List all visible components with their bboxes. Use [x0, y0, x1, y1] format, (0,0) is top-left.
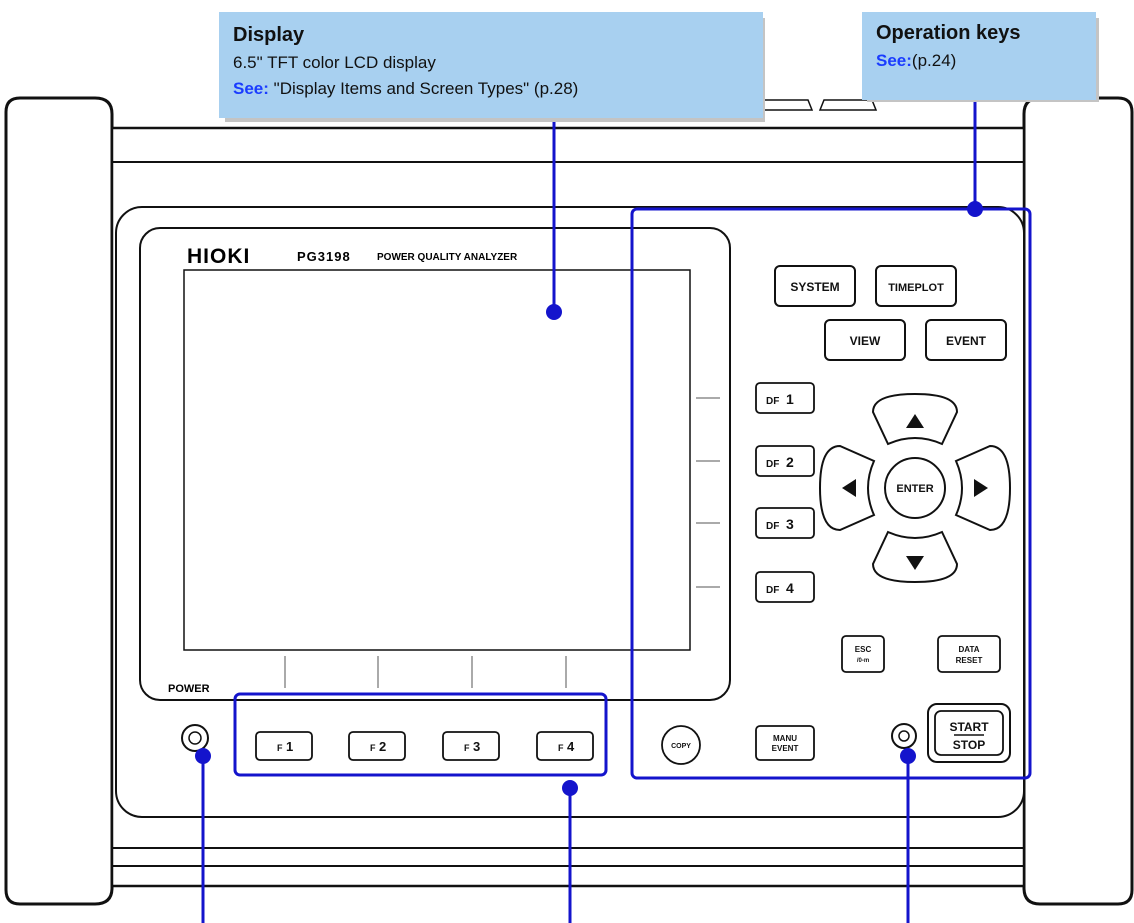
svg-text:2: 2	[379, 739, 386, 754]
svg-text:/0-m: /0-m	[857, 658, 869, 664]
svg-text:3: 3	[786, 516, 794, 532]
display-callout: Display 6.5" TFT color LCD display See: …	[219, 12, 763, 118]
right-handle	[1022, 96, 1134, 906]
svg-text:4: 4	[786, 580, 794, 596]
svg-text:START: START	[949, 720, 989, 734]
operation-keys-callout-title: Operation keys	[876, 22, 1021, 44]
operation-keys-callout: Operation keys See:(p.24)	[862, 12, 1096, 100]
leader-start-stop-led	[900, 748, 916, 923]
power-button[interactable]	[181, 724, 209, 752]
left-arrow-key[interactable]	[818, 444, 876, 532]
svg-text:DF: DF	[766, 585, 779, 596]
df4-key[interactable]: DF 4	[755, 571, 815, 603]
system-key[interactable]: SYSTEM	[774, 265, 856, 307]
function-keys-highlight	[233, 692, 608, 777]
f2-key[interactable]: F 2	[348, 731, 406, 761]
start-stop-key[interactable]: START STOP	[927, 703, 1011, 763]
leader-function-keys	[562, 780, 578, 923]
svg-text:VIEW: VIEW	[850, 334, 881, 348]
up-arrow-key[interactable]	[871, 392, 959, 446]
operation-keys-highlight	[630, 207, 1032, 780]
leader-operation-keys	[967, 100, 983, 217]
brand-logo: HIOKI	[187, 245, 250, 268]
event-key[interactable]: EVENT	[925, 319, 1007, 361]
svg-text:MANU: MANU	[773, 734, 797, 743]
lcd-screen	[183, 269, 691, 651]
top-connector-2	[818, 99, 878, 111]
leader-power	[195, 748, 211, 923]
right-arrow-key[interactable]	[954, 444, 1012, 532]
svg-text:DATA: DATA	[958, 645, 979, 654]
operation-keys-see-reference[interactable]: (p.24)	[911, 51, 957, 70]
display-see-label: See:	[233, 79, 269, 98]
right-arrow-icon	[974, 479, 988, 497]
svg-text:DF: DF	[766, 396, 779, 407]
svg-text:ENTER: ENTER	[896, 483, 933, 495]
down-arrow-key[interactable]	[871, 530, 959, 584]
enter-key[interactable]: ENTER	[884, 457, 946, 519]
f1-key[interactable]: F 1	[255, 731, 313, 761]
copy-key[interactable]: COPY	[661, 725, 701, 765]
data-reset-key[interactable]: DATA RESET	[937, 635, 1001, 673]
svg-text:ESC: ESC	[855, 645, 872, 654]
down-arrow-icon	[906, 556, 924, 570]
svg-text:F: F	[370, 743, 376, 753]
display-see-reference[interactable]: "Display Items and Screen Types" (p.28)	[273, 79, 579, 98]
svg-text:1: 1	[786, 391, 794, 407]
svg-text:F: F	[464, 743, 470, 753]
view-key[interactable]: VIEW	[824, 319, 906, 361]
svg-text:DF: DF	[766, 521, 779, 532]
model-number: PG3198	[297, 249, 351, 264]
model-description: POWER QUALITY ANALYZER	[377, 252, 518, 263]
status-led	[891, 723, 917, 749]
manu-event-key[interactable]: MANU EVENT	[755, 725, 815, 761]
svg-text:F: F	[558, 743, 564, 753]
svg-text:3: 3	[473, 739, 480, 754]
power-label: POWER	[168, 683, 210, 695]
svg-text:TIMEPLOT: TIMEPLOT	[888, 282, 944, 294]
svg-text:2: 2	[786, 454, 794, 470]
svg-text:RESET: RESET	[956, 656, 983, 665]
up-arrow-icon	[906, 414, 924, 428]
svg-text:COPY: COPY	[671, 743, 691, 750]
leader-display	[546, 118, 562, 320]
timeplot-key[interactable]: TIMEPLOT	[875, 265, 957, 307]
svg-text:STOP: STOP	[953, 738, 985, 752]
display-callout-title: Display	[233, 24, 305, 46]
svg-text:EVENT: EVENT	[772, 744, 799, 753]
esc-key[interactable]: ESC /0-m	[841, 635, 885, 673]
df1-key[interactable]: DF 1	[755, 382, 815, 414]
svg-text:F: F	[277, 743, 283, 753]
svg-text:1: 1	[286, 739, 293, 754]
display-callout-description: 6.5" TFT color LCD display	[233, 53, 436, 72]
svg-text:EVENT: EVENT	[946, 334, 987, 348]
df2-key[interactable]: DF 2	[755, 445, 815, 477]
operation-keys-see-label: See:	[876, 51, 912, 70]
left-handle	[4, 96, 114, 906]
svg-text:SYSTEM: SYSTEM	[790, 280, 839, 294]
f3-key[interactable]: F 3	[442, 731, 500, 761]
df3-key[interactable]: DF 3	[755, 507, 815, 539]
left-arrow-icon	[842, 479, 856, 497]
f4-key[interactable]: F 4	[536, 731, 594, 761]
svg-text:DF: DF	[766, 459, 779, 470]
svg-text:4: 4	[567, 739, 575, 754]
